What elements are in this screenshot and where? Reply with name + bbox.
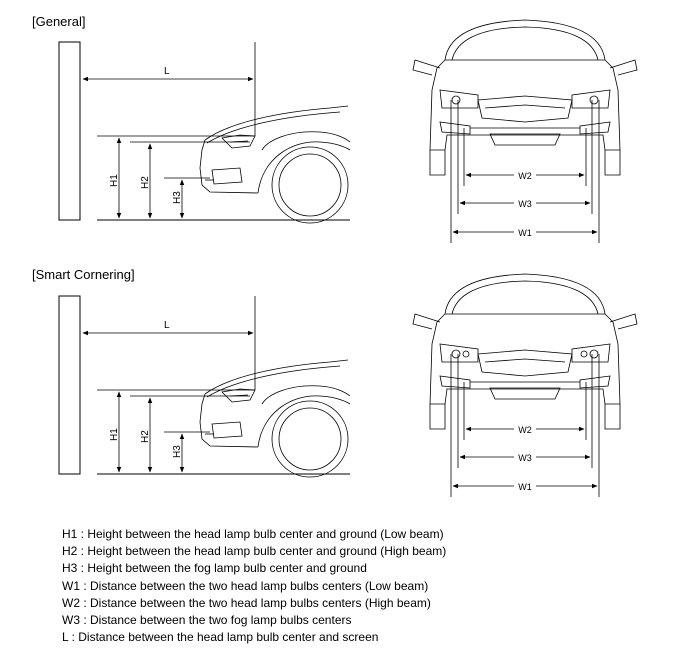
h1-label: H1: [109, 428, 120, 441]
diagram-smart-cornering: L H1 H2 H3: [0, 254, 700, 509]
legend-item-w1: W1 : Distance between the two head lamp …: [62, 578, 429, 593]
car-front-view: [412, 19, 638, 176]
legend-item-w3: W3 : Distance between the two fog lamp b…: [62, 613, 352, 628]
w2-label: W2: [518, 425, 532, 435]
h2-label: H2: [140, 430, 151, 443]
h1-label: H1: [109, 174, 120, 187]
car-front-view: [412, 273, 638, 430]
car-side-view: [199, 359, 351, 478]
legend-item-w2: W2 : Distance between the two head lamp …: [62, 595, 431, 610]
car-side-view: [199, 105, 351, 224]
h3-label: H3: [172, 445, 183, 458]
w3-label: W3: [518, 199, 532, 209]
legend-item-h3: H3 : Height between the fog lamp bulb ce…: [62, 561, 367, 576]
screen: [58, 295, 81, 475]
legend-item-l: L : Distance between the head lamp bulb …: [62, 630, 379, 645]
w2-label: W2: [518, 171, 532, 181]
diagram-general: L H1 H2 H3: [0, 0, 700, 255]
diagram-general-svg: L H1 H2 H3: [58, 19, 638, 243]
diagram-smart-cornering-svg: L H1 H2 H3: [58, 273, 638, 497]
w1-label: W1: [518, 228, 532, 238]
legend: H1 : Height between the head lamp bulb c…: [62, 526, 446, 646]
h2-label: H2: [140, 176, 151, 189]
w3-label: W3: [518, 453, 532, 463]
w1-label: W1: [518, 482, 532, 492]
screen: [58, 41, 81, 221]
l-label: L: [164, 66, 170, 77]
section-title-general: [General]: [32, 14, 86, 29]
l-label: L: [164, 320, 170, 331]
legend-item-h1: H1 : Height between the head lamp bulb c…: [62, 527, 444, 541]
legend-item-h2: H2 : Height between the head lamp bulb c…: [62, 544, 447, 559]
h3-label: H3: [172, 191, 183, 204]
section-title-smart-cornering: [Smart Cornering]: [32, 267, 135, 282]
